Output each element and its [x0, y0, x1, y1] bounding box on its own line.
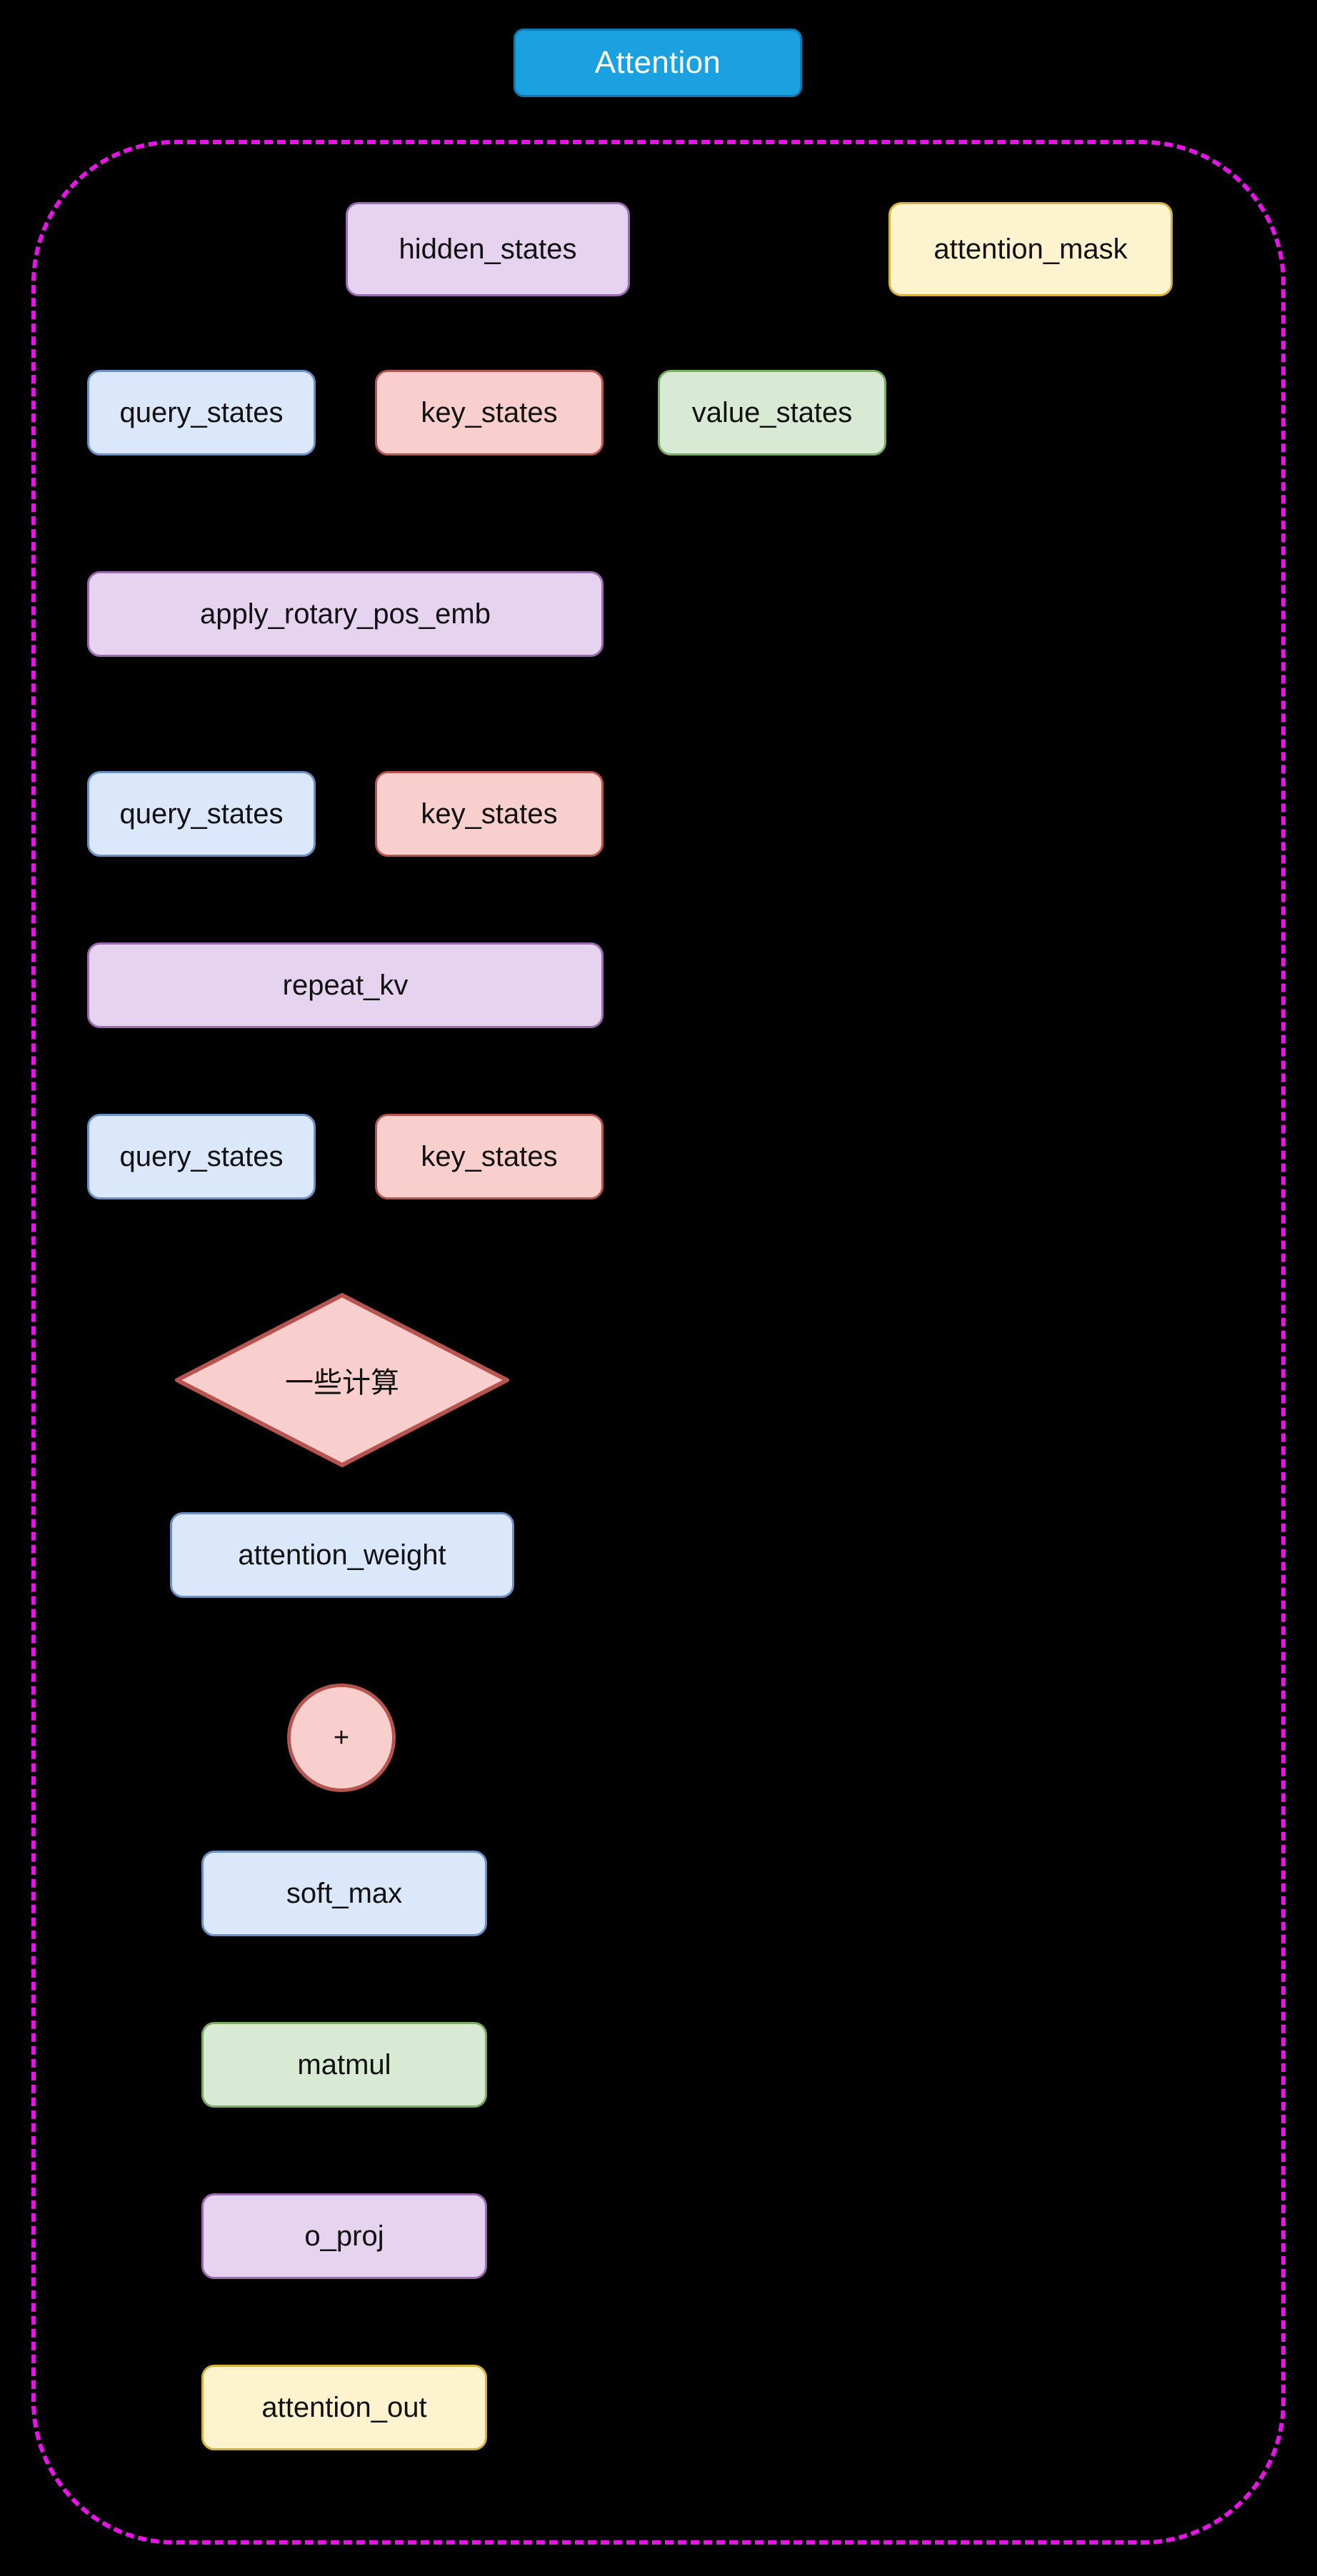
- node-value-states[interactable]: value_states: [658, 370, 886, 456]
- node-some-calculation[interactable]: 一些计算: [173, 1291, 511, 1469]
- node-query-states-3[interactable]: query_states: [87, 1114, 316, 1199]
- node-attention-weight[interactable]: attention_weight: [170, 1512, 514, 1598]
- node-some-calculation-label: 一些计算: [285, 1367, 399, 1399]
- node-hidden-states[interactable]: hidden_states: [346, 202, 630, 296]
- node-add-operator[interactable]: +: [287, 1684, 396, 1792]
- node-attention-out[interactable]: attention_out: [201, 2365, 487, 2450]
- node-apply-rotary-pos-emb[interactable]: apply_rotary_pos_emb: [87, 571, 604, 657]
- node-key-states-1[interactable]: key_states: [375, 370, 604, 456]
- node-o-proj[interactable]: o_proj: [201, 2193, 487, 2279]
- diagram-title-node[interactable]: Attention: [514, 29, 802, 97]
- node-query-states-2[interactable]: query_states: [87, 771, 316, 857]
- node-repeat-kv[interactable]: repeat_kv: [87, 942, 604, 1028]
- node-query-states-1[interactable]: query_states: [87, 370, 316, 456]
- node-soft-max[interactable]: soft_max: [201, 1851, 487, 1936]
- node-attention-mask[interactable]: attention_mask: [888, 202, 1173, 296]
- node-matmul[interactable]: matmul: [201, 2022, 487, 2108]
- node-key-states-3[interactable]: key_states: [375, 1114, 604, 1199]
- node-key-states-2[interactable]: key_states: [375, 771, 604, 857]
- diamond-shape: [175, 1293, 509, 1467]
